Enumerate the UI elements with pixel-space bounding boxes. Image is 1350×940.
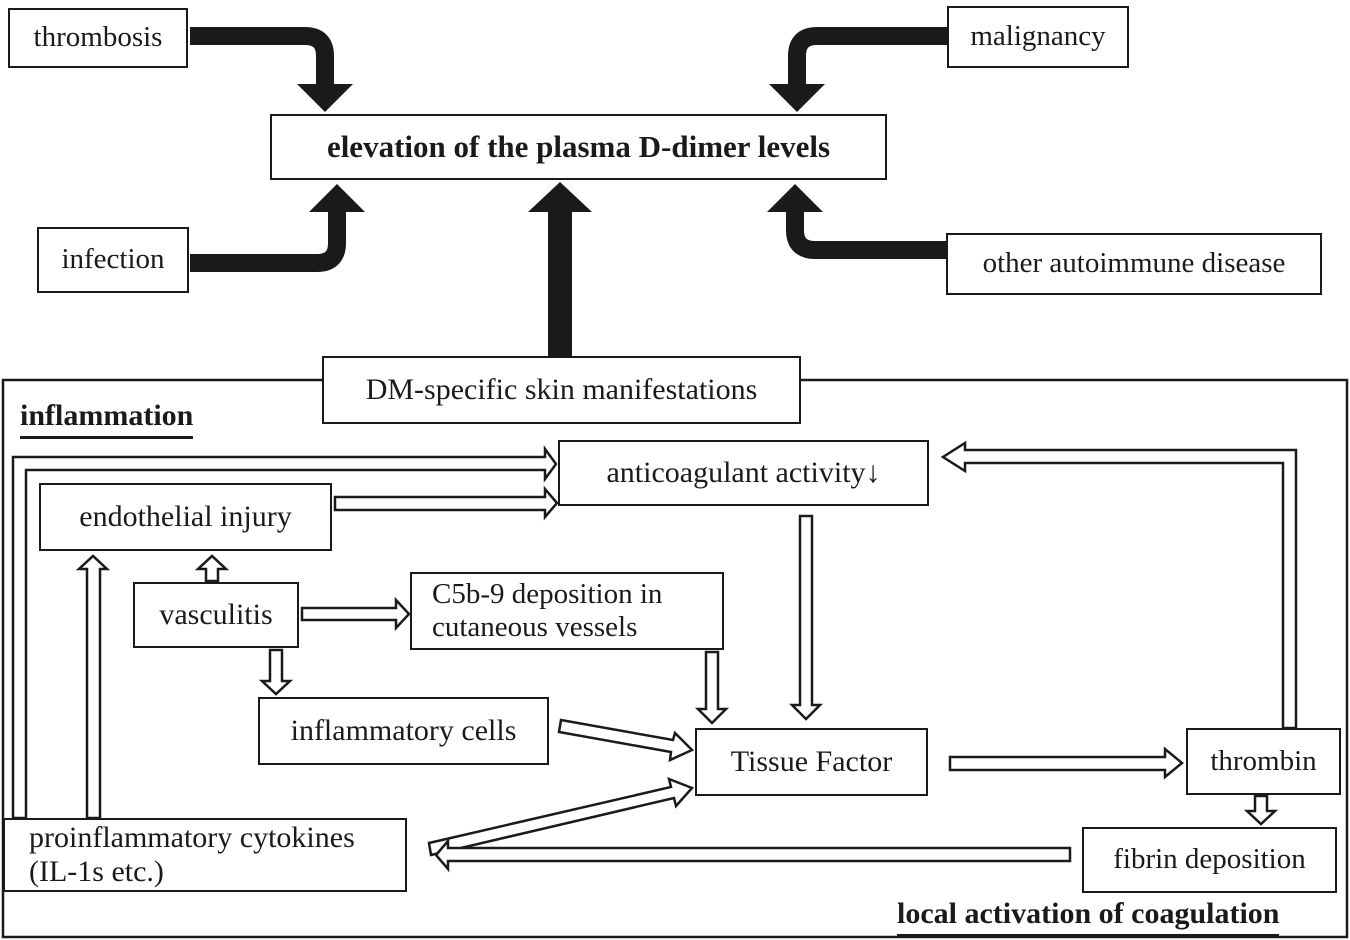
endothelial-injury-box: endothelial injury [39, 483, 332, 551]
arrowhead-infection-to-elevation [309, 184, 365, 212]
arrow-malignancy-to-elevation [788, 27, 947, 86]
arrow-cytokines-to-tissue-factor [427, 776, 695, 857]
c5b9-line2: cutaneous vessels [432, 611, 638, 643]
tissue-factor-box: Tissue Factor [695, 728, 928, 796]
arrow-anticoagulant-to-tissue-factor [788, 514, 824, 721]
arrow-thrombin-to-fibrin [1243, 794, 1279, 826]
thrombin-box: thrombin [1186, 728, 1341, 795]
other-autoimmune-disease-box: other autoimmune disease [946, 233, 1322, 295]
vasculitis-box: vasculitis [133, 582, 299, 648]
c5b9-line1: C5b-9 deposition in [432, 577, 663, 610]
arrow-infection-to-elevation [190, 210, 346, 272]
arrowhead-thrombosis-to-elevation [297, 84, 353, 112]
inflammatory-cells-box: inflammatory cells [258, 697, 549, 765]
arrow-thrombosis-to-elevation [190, 27, 334, 86]
arrow-vasculitis-to-c5b9 [300, 596, 411, 632]
inflammation-label: inflammation [20, 399, 194, 439]
c5b9-deposition-box: C5b-9 deposition in cutaneous vessels [410, 572, 724, 650]
arrowhead-autoimmune-to-elevation [767, 184, 823, 212]
arrow-autoimmune-to-elevation [786, 210, 947, 259]
dm-specific-skin-manifestations-box: DM-specific skin manifestations [322, 356, 801, 424]
arrow-thrombin-to-anticoagulant [940, 440, 1298, 730]
elevation-d-dimer-box: elevation of the plasma D-dimer levels [270, 114, 887, 180]
arrow-cytokines-to-anticoagulant [11, 445, 558, 820]
fibrin-deposition-box: fibrin deposition [1082, 827, 1337, 893]
cytokines-line2: (IL-1s etc.) [29, 855, 164, 888]
arrow-inflammatory-cells-to-tissue-factor [557, 718, 695, 763]
arrowhead-dmskin-to-elevation [528, 182, 592, 212]
cytokines-line1: proinflammatory cytokines [29, 820, 355, 854]
arrow-vasculitis-to-endothelial [194, 554, 230, 583]
thrombosis-box: thrombosis [8, 8, 188, 68]
arrow-fibrin-to-cytokines [434, 837, 1072, 873]
arrow-vasculitis-to-inflammatory-cells [258, 648, 294, 696]
arrow-c5b9-to-tissue-factor [694, 650, 730, 725]
local-activation-of-coagulation-label: local activation of coagulation [897, 897, 1280, 937]
arrow-endothelial-to-anticoagulant [333, 485, 559, 521]
infection-box: infection [37, 227, 189, 293]
arrowhead-malignancy-to-elevation [769, 84, 825, 112]
malignancy-box: malignancy [947, 6, 1129, 68]
proinflammatory-cytokines-box: proinflammatory cytokines (IL-1s etc.) [3, 818, 407, 892]
arrow-tissue-factor-to-thrombin [948, 746, 1184, 780]
anticoagulant-activity-box: anticoagulant activity↓ [558, 440, 929, 506]
arrow-cytokines-to-endothelial [75, 554, 111, 820]
